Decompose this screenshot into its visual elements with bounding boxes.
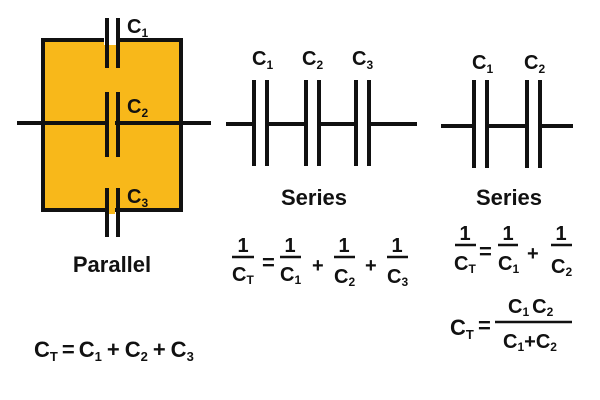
svg-text:1: 1 [284,235,295,257]
svg-text:C1: C1 [498,253,519,276]
svg-text:C2: C2 [334,266,355,289]
svg-text:1: 1 [338,235,349,257]
svg-text:C3: C3 [387,266,408,289]
parallel-title: Parallel [73,252,151,277]
label-c3: C3 [127,186,148,210]
parallel-capacitor-c1: C1 [104,16,148,68]
series3-title: Series [281,185,347,210]
svg-text:=: = [262,250,275,275]
svg-text:CT: CT [454,253,476,276]
svg-text:+: + [312,255,324,277]
series2-formula-reciprocal: 1 CT = 1 C1 + 1 C2 [454,223,572,279]
parallel-formula: CT=C1+C2+C3 [34,337,194,364]
series3-formula: 1 CT = 1 C1 + 1 C2 + 1 C3 [232,235,408,289]
series2-label-c1: C1 [472,52,493,76]
label-c1: C1 [127,16,148,40]
svg-text:C1+C2: C1+C2 [503,331,557,354]
series3-label-c2: C2 [302,48,323,72]
svg-text:CT: CT [232,264,254,287]
series3-label-c1: C1 [252,48,273,72]
parallel-capacitor-c2: C2 [105,92,148,157]
svg-text:1: 1 [555,223,566,245]
svg-text:C1: C1 [280,264,301,287]
svg-text:1: 1 [391,235,402,257]
series3-label-c3: C3 [352,48,373,72]
svg-text:1: 1 [459,223,470,245]
svg-text:1: 1 [237,235,248,257]
svg-text:1: 1 [502,223,513,245]
svg-text:C2: C2 [551,256,572,279]
svg-text:=: = [479,239,492,264]
label-c2: C2 [127,96,148,120]
series2-title: Series [476,185,542,210]
svg-text:CT: CT [450,315,474,342]
parallel-capacitor-c3: C3 [105,186,148,237]
svg-text:+: + [527,243,539,265]
svg-text:+: + [365,255,377,277]
parallel-circuit: C1 C2 C3 Parallel CT=C1+C2+C3 [17,16,211,364]
series-3-circuit: C1 C2 C3 Series 1 CT = 1 C1 + 1 C2 + 1 C… [226,48,417,289]
svg-text:=: = [478,313,491,338]
series2-label-c2: C2 [524,52,545,76]
